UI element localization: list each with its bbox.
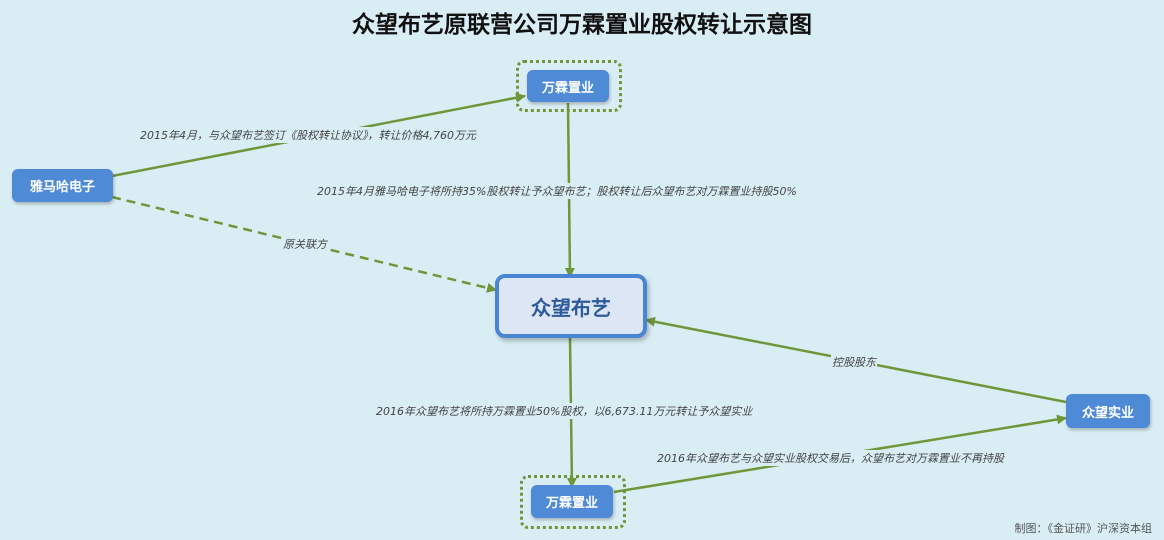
edge-label-e6: 2016年众望布艺与众望实业股权交易后，众望布艺对万霖置业不再持股 [656, 450, 1005, 466]
diagram-title: 众望布艺原联营公司万霖置业股权转让示意图 [352, 12, 812, 38]
edge-label-e2: 2015年4月雅马哈电子将所持35%股权转让予众望布艺；股权转让后众望布艺对万霖… [316, 183, 798, 199]
node-wanlin-top[interactable]: 万霖置业 [527, 70, 609, 102]
wanlin-bottom-frame [520, 475, 626, 529]
node-yamaha[interactable]: 雅马哈电子 [12, 169, 113, 202]
edge-label-e3: 原关联方 [282, 236, 328, 252]
node-zhongwang-buyi[interactable]: 众望布艺 [495, 274, 647, 338]
credit-text: 制图：《金证研》沪深资本组 [1014, 522, 1153, 535]
wanlin-top-frame [516, 60, 622, 112]
node-zhongwang-shiye[interactable]: 众望实业 [1066, 394, 1150, 428]
edge-label-e4: 控股股东 [831, 354, 877, 370]
node-wanlin-bottom[interactable]: 万霖置业 [531, 485, 613, 518]
edge-label-e1: 2015年4月，与众望布艺签订《股权转让协议》，转让价格4,760万元 [139, 127, 477, 143]
edge-label-e5: 2016年众望布艺将所持万霖置业50%股权，以6,673.11万元转让予众望实业 [375, 403, 754, 419]
